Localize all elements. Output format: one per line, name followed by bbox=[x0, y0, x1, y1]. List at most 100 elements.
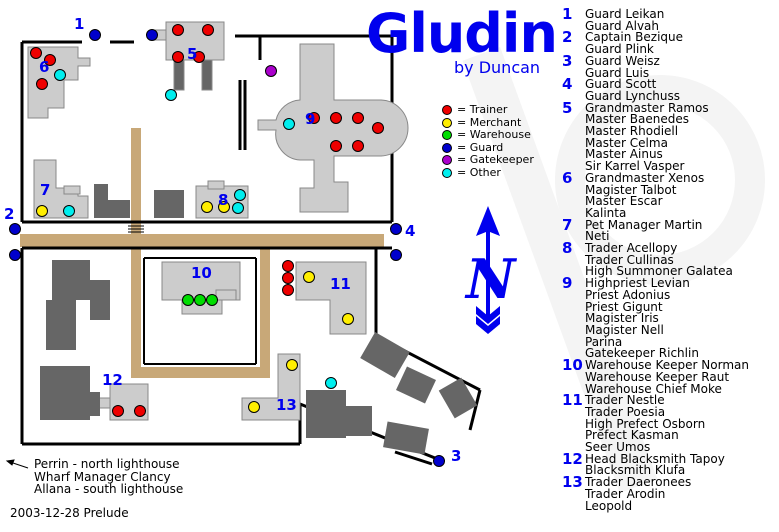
roads bbox=[20, 128, 384, 378]
area-label-6: 6 bbox=[39, 58, 49, 76]
legend-item-trainer: = Trainer bbox=[442, 103, 534, 117]
npc-group-number: 8 bbox=[562, 239, 573, 258]
area-label-2: 2 bbox=[4, 205, 14, 223]
npc-name: High Summoner Galatea bbox=[585, 264, 733, 279]
npc-name: Trader Cullinas bbox=[585, 252, 674, 267]
npc-name: Parina bbox=[585, 334, 623, 349]
note-line: Allana - south lighthouse bbox=[34, 482, 184, 496]
release-date: 2003-12-28 Prelude bbox=[10, 506, 129, 520]
legend-item-other: = Other bbox=[442, 166, 534, 180]
npc-name: High Prefect Osborn bbox=[585, 416, 706, 431]
guard-marker-icon bbox=[433, 455, 445, 467]
legend-label: = Guard bbox=[457, 140, 504, 154]
other-marker-icon bbox=[234, 189, 246, 201]
npc-group-number: 5 bbox=[562, 98, 573, 117]
town-title: Gludin bbox=[366, 2, 558, 65]
npc-group-number: 13 bbox=[562, 473, 583, 492]
npc-group-number: 10 bbox=[562, 356, 583, 375]
other-marker-icon bbox=[232, 202, 244, 214]
trainer-marker-icon bbox=[44, 54, 56, 66]
npc-group-number: 2 bbox=[562, 28, 573, 47]
npc-name: Grandmaster Ramos bbox=[585, 100, 709, 115]
area-label-11: 11 bbox=[330, 275, 351, 293]
guard-marker-icon bbox=[89, 29, 101, 41]
watermark bbox=[462, 47, 765, 493]
area-label-12: 12 bbox=[102, 371, 123, 389]
merchant-marker-icon bbox=[442, 117, 452, 128]
npc-name: Sir Karrel Vasper bbox=[585, 159, 685, 174]
area-label-10: 10 bbox=[191, 264, 212, 282]
npc-name: Pet Manager Martin bbox=[585, 217, 703, 232]
other-marker-icon bbox=[325, 377, 337, 389]
npc-name: Seer Umos bbox=[585, 440, 651, 455]
trainer-marker-icon bbox=[330, 140, 342, 152]
warehouse-marker-icon bbox=[182, 294, 194, 306]
merchant-marker-icon bbox=[36, 205, 48, 217]
merchant-marker-icon bbox=[303, 271, 315, 283]
npc-name: Trader Arodin bbox=[585, 486, 666, 501]
trainer-marker-icon bbox=[30, 47, 42, 59]
npc-name: Master Baenedes bbox=[585, 112, 690, 127]
trainer-marker-icon bbox=[352, 140, 364, 152]
npc-group-number: 7 bbox=[562, 215, 573, 234]
npc-group-number: 9 bbox=[562, 274, 573, 293]
npc-name: Master Celma bbox=[585, 135, 668, 150]
npc-name: Gatekeeper Richlin bbox=[585, 346, 699, 361]
npc-group-number: 12 bbox=[562, 449, 583, 468]
npc-name: Trader Acellopy bbox=[585, 241, 678, 256]
npc-name: Neti bbox=[585, 229, 610, 244]
trainer-marker-icon bbox=[282, 260, 294, 272]
guard-marker-icon bbox=[146, 29, 158, 41]
legend-item-gatekeeper: = Gatekeeper bbox=[442, 153, 534, 167]
area-label-5: 5 bbox=[187, 45, 197, 63]
npc-name: Grandmaster Xenos bbox=[585, 170, 705, 185]
warehouse-marker-icon bbox=[194, 294, 206, 306]
npc-group-number: 1 bbox=[562, 5, 573, 23]
author-byline: by Duncan bbox=[454, 58, 541, 77]
other-marker-icon bbox=[283, 118, 295, 130]
area-label-9: 9 bbox=[305, 110, 315, 128]
trainer-marker-icon bbox=[112, 405, 124, 417]
trainer-marker-icon bbox=[308, 112, 320, 124]
merchant-marker-icon bbox=[201, 201, 213, 213]
west-arrow-icon bbox=[5, 459, 29, 469]
area-label-3: 3 bbox=[451, 447, 461, 465]
area-label-7: 7 bbox=[40, 181, 50, 199]
npc-name: Guard Lynchuss bbox=[585, 88, 681, 103]
npc-name: Priest Adonius bbox=[585, 287, 671, 302]
gatekeeper-marker-icon bbox=[442, 155, 452, 166]
trainer-marker-icon bbox=[330, 112, 342, 124]
legend-item-merchant: = Merchant bbox=[442, 115, 534, 130]
npc-name: Master Escar bbox=[585, 194, 663, 209]
buildings bbox=[40, 184, 478, 455]
npc-name: Master Rhodiell bbox=[585, 124, 679, 139]
legend-label: = Merchant bbox=[457, 115, 522, 129]
area-label-13: 13 bbox=[276, 396, 297, 414]
trainer-marker-icon bbox=[372, 122, 384, 134]
lighthouse-notes: Perrin - north lighthouse Wharf Manager … bbox=[34, 458, 183, 496]
npc-name: Blacksmith Klufa bbox=[585, 463, 686, 478]
npc-name: Warehouse Keeper Raut bbox=[585, 369, 730, 384]
guard-marker-icon bbox=[390, 249, 402, 261]
other-marker-icon bbox=[442, 167, 452, 178]
area-label-4: 4 bbox=[405, 222, 415, 240]
npc-name: Captain Bezique bbox=[585, 30, 684, 45]
other-marker-icon bbox=[54, 69, 66, 81]
npc-name: Master Ainus bbox=[585, 147, 663, 162]
npc-name: Warehouse Chief Moke bbox=[585, 381, 722, 396]
bridge bbox=[128, 225, 144, 233]
npc-name: Magister Iris bbox=[585, 311, 659, 326]
npc-group-number: 4 bbox=[562, 75, 573, 94]
npc-name: Guard Alvah bbox=[585, 18, 660, 33]
trainer-marker-icon bbox=[172, 51, 184, 63]
npc-name: Guard Luis bbox=[585, 65, 650, 80]
warehouse-marker-icon bbox=[442, 130, 452, 141]
npc-name: Prefect Kasman bbox=[585, 428, 679, 443]
